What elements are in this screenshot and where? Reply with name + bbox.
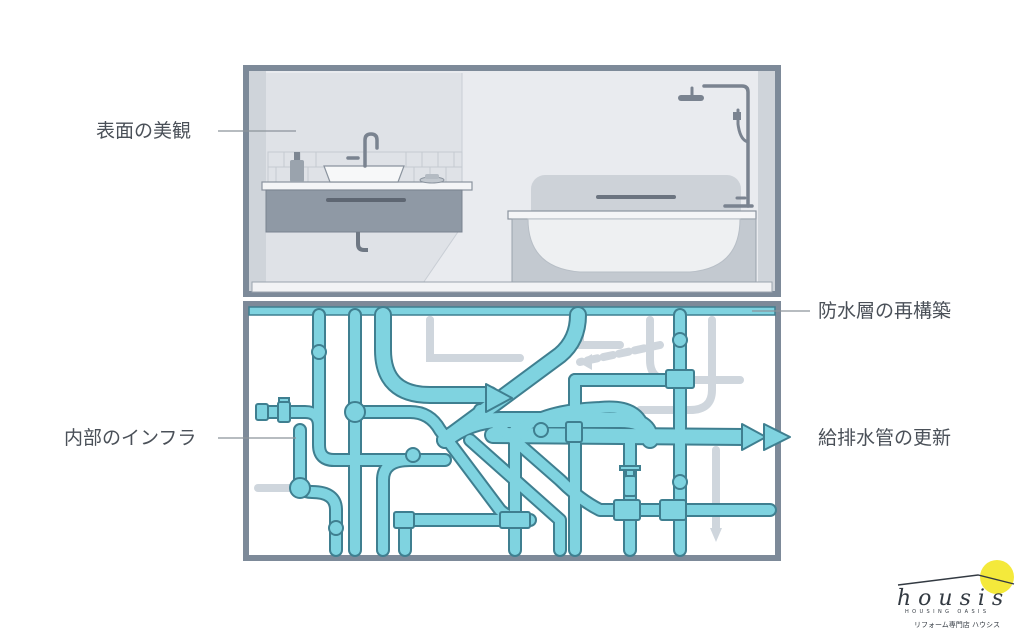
bathtub-icon (507, 175, 757, 283)
valve-icon (255, 397, 641, 497)
sink-icon (261, 165, 473, 252)
logo-roof-icon (897, 574, 1015, 586)
logo-wordmark: housis (897, 586, 1011, 611)
waterproof-layer (248, 306, 776, 316)
callout-lines (218, 130, 810, 439)
label-pipe-renewal: 給排水管の更新 (818, 427, 952, 449)
old-flow-arrow (578, 354, 592, 370)
faucet-icon (346, 132, 379, 168)
flow-arrow-icon (485, 383, 791, 451)
logo-tagline: リフォーム専門店 ハウシス (914, 621, 1001, 629)
housis-logo (897, 560, 1015, 594)
label-infrastructure: 内部のインフラ (64, 427, 197, 449)
infrastructure-section (243, 301, 791, 561)
label-waterproofing: 防水層の再構築 (818, 300, 952, 322)
logo-subtitle: HOUSING OASIS (905, 609, 990, 615)
soap-bottle (290, 160, 304, 182)
label-surface: 表面の美観 (96, 120, 192, 142)
bathroom-section (243, 65, 781, 297)
pipe-joints (289, 332, 695, 536)
shower-icon (678, 84, 754, 208)
logo-sun-icon (980, 560, 1014, 594)
old-drain-arrow (710, 528, 722, 542)
